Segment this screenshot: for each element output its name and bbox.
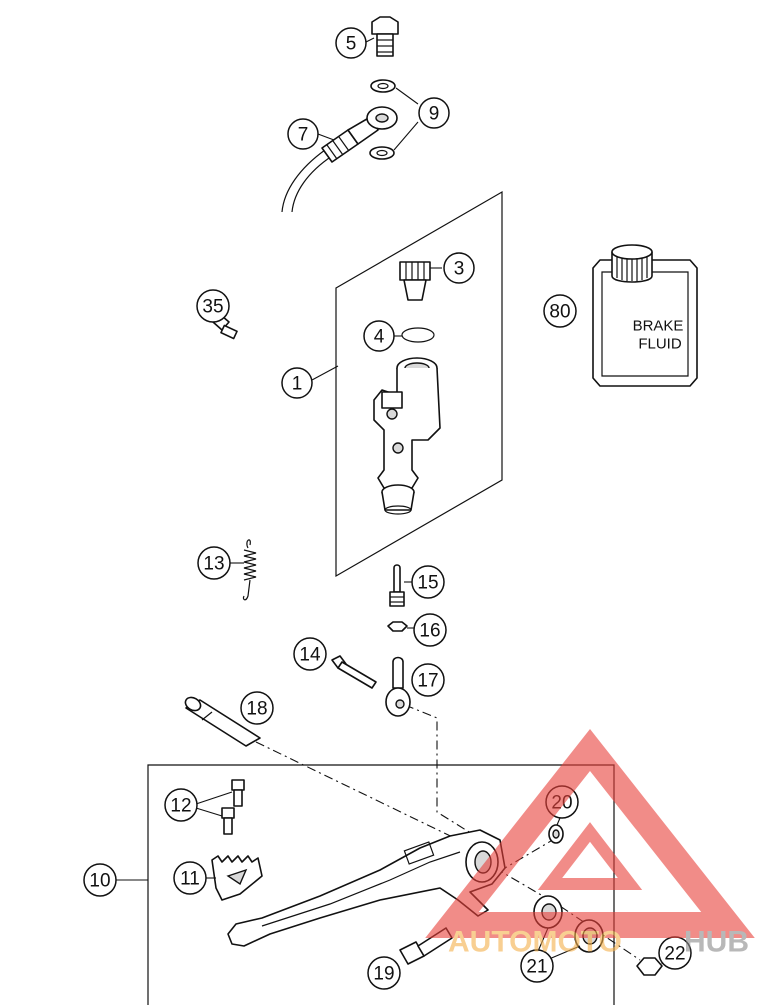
svg-text:5: 5 <box>346 34 357 55</box>
banjo-bolt <box>371 16 399 57</box>
callout-17: 17 <box>411 663 445 697</box>
callout-22: 22 <box>658 936 692 970</box>
svg-text:10: 10 <box>89 871 110 892</box>
svg-text:15: 15 <box>417 573 438 594</box>
callout-80: 80 <box>543 294 577 328</box>
svg-text:80: 80 <box>549 302 570 323</box>
callout-10: 10 <box>83 863 117 897</box>
hex-nut <box>636 957 663 976</box>
leader-9b <box>393 121 419 151</box>
callout-16: 16 <box>413 613 447 647</box>
watermark-text-hub: HUB <box>684 926 749 959</box>
svg-text:11: 11 <box>180 869 200 890</box>
master-cylinder-body <box>373 357 441 515</box>
svg-text:16: 16 <box>419 621 440 642</box>
brake-line <box>281 106 398 213</box>
callout-5: 5 <box>335 27 367 59</box>
return-spring <box>242 539 257 601</box>
sealing-washer-top-hole <box>377 82 389 90</box>
svg-text:21: 21 <box>526 957 547 978</box>
leader-12b <box>195 807 223 817</box>
svg-text:18: 18 <box>246 699 267 720</box>
leader-5 <box>365 37 375 43</box>
sealing-washer-bottom-hole <box>376 149 388 157</box>
leader-12a <box>195 791 233 805</box>
sealing-washer-bottom <box>369 146 395 160</box>
watermark-triangle <box>425 729 755 938</box>
svg-text:22: 22 <box>664 944 685 965</box>
axis-line-clevis <box>404 704 491 846</box>
svg-text:17: 17 <box>417 671 438 692</box>
o-ring <box>401 327 435 343</box>
bottle-label-line2: FLUID <box>638 336 682 353</box>
svg-text:14: 14 <box>299 645 321 666</box>
callout-35: 35 <box>196 289 230 323</box>
bolt-upper <box>231 779 245 807</box>
callout-9: 9 <box>418 97 450 129</box>
callout-13: 13 <box>197 546 231 580</box>
leader-9a <box>395 87 419 105</box>
bolt-lower <box>221 807 235 835</box>
leader-1 <box>311 365 339 381</box>
bushing <box>548 824 564 844</box>
leader-20 <box>556 817 561 826</box>
callout-12: 12 <box>164 788 198 822</box>
watermark-text-automoto: AUTOMOTO <box>448 926 622 959</box>
sealing-washer-top <box>370 79 396 93</box>
clevis-bolt <box>331 655 377 689</box>
svg-text:7: 7 <box>298 125 309 146</box>
callout-14: 14 <box>293 637 327 671</box>
svg-text:4: 4 <box>374 327 385 348</box>
pivot-pin <box>184 696 261 747</box>
svg-text:19: 19 <box>373 964 394 985</box>
callout-4: 4 <box>363 320 395 352</box>
callout-7: 7 <box>287 118 319 150</box>
callout-21: 21 <box>520 949 554 983</box>
automotohub-watermark: AUTOMOTO HUB <box>425 729 755 959</box>
brake-fluid-bottle: BRAKE FLUID <box>592 244 698 387</box>
callout-3: 3 <box>443 252 475 284</box>
callout-15: 15 <box>411 565 445 599</box>
svg-text:13: 13 <box>203 554 224 575</box>
svg-text:1: 1 <box>292 374 303 395</box>
callout-18: 18 <box>240 691 274 725</box>
svg-text:9: 9 <box>429 104 440 125</box>
master-cylinder-group-frame <box>335 190 503 578</box>
callout-11: 11 <box>173 861 207 895</box>
pedal-step <box>211 855 263 901</box>
hex-nut-small <box>387 621 408 632</box>
watermark-triangle-inner <box>537 822 643 890</box>
bottle-label-line1: BRAKE <box>633 318 684 335</box>
callout-1: 1 <box>281 367 313 399</box>
svg-text:35: 35 <box>202 297 223 318</box>
axis-line-pin <box>255 741 501 861</box>
axis-line-pivot <box>494 867 641 961</box>
leader-7 <box>317 133 335 141</box>
svg-text:12: 12 <box>170 796 191 817</box>
clevis <box>385 656 411 717</box>
reservoir-connector <box>399 261 431 301</box>
push-rod <box>389 564 405 607</box>
svg-text:3: 3 <box>454 259 465 280</box>
callout-19: 19 <box>367 956 401 990</box>
